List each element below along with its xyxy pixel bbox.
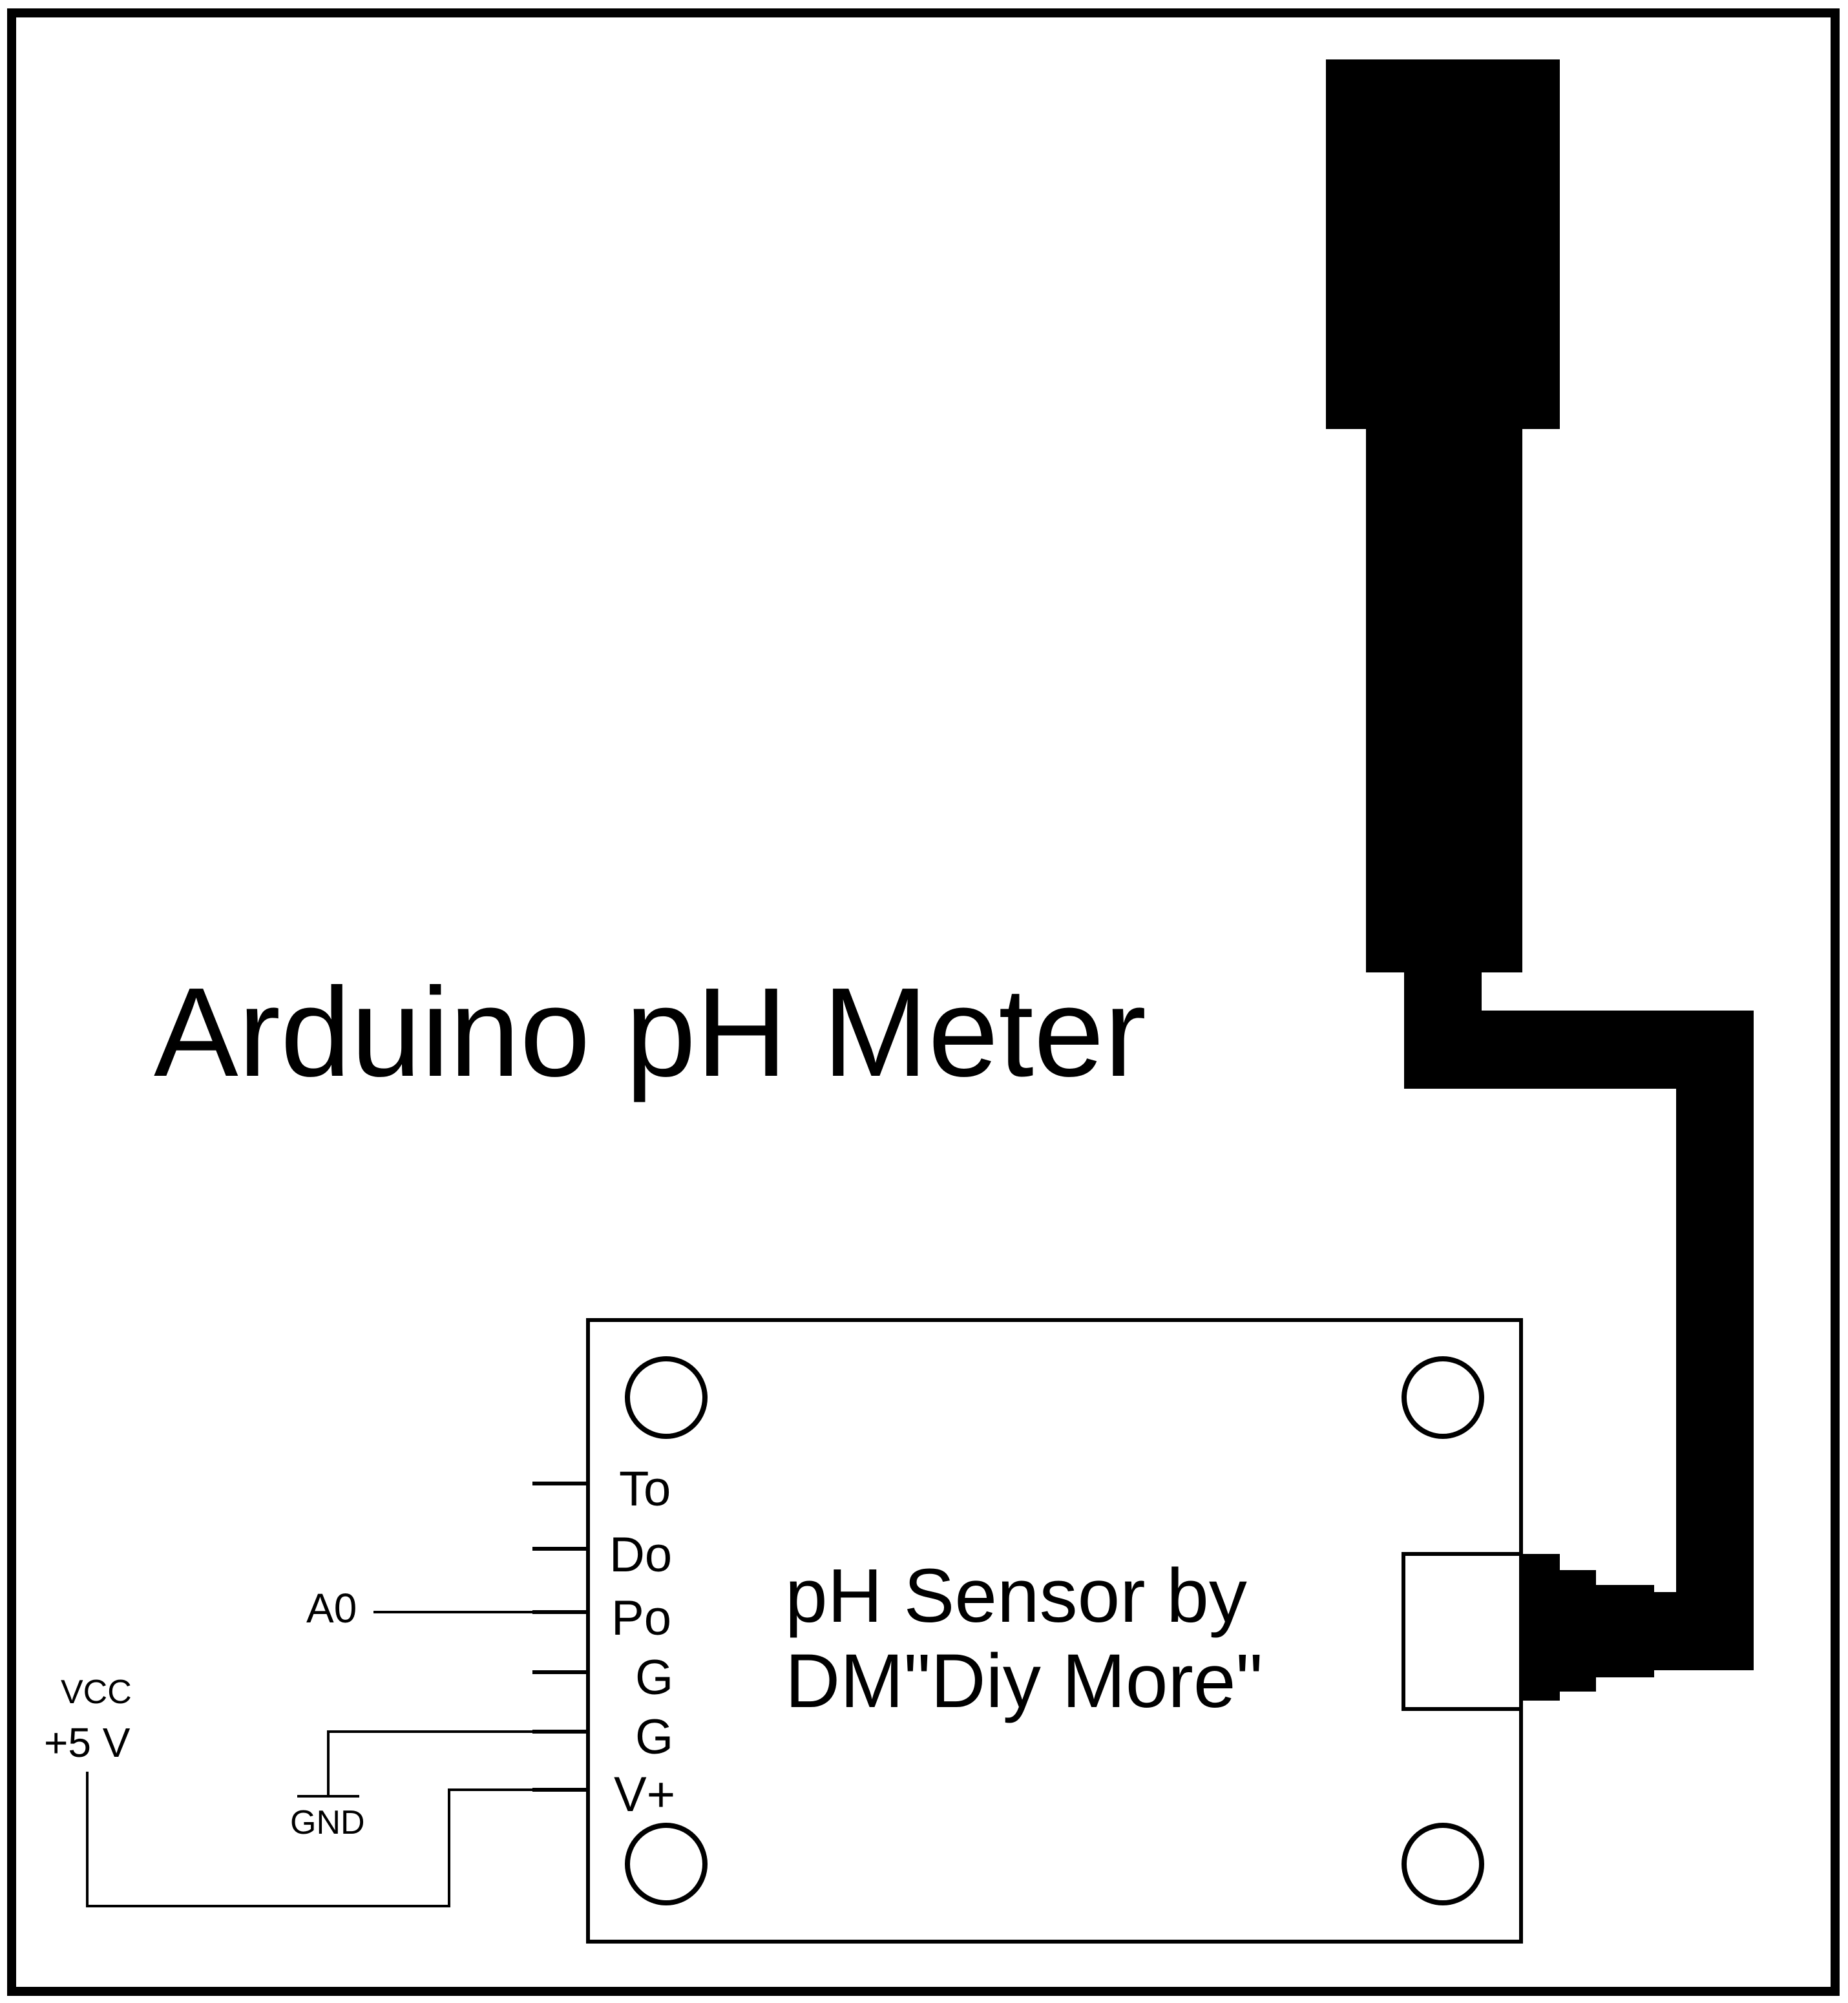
mount-hole-top-right <box>1402 1356 1484 1439</box>
vcc-label: VCC <box>61 1673 132 1711</box>
wire-gnd <box>327 1730 532 1796</box>
pin-label-po: Po <box>611 1591 671 1646</box>
ph-probe <box>1326 59 1754 1701</box>
external-wiring <box>86 1611 532 1907</box>
pin-label-to: To <box>619 1462 671 1516</box>
pin-label-g2: G <box>635 1710 673 1765</box>
mount-hole-top-left <box>625 1356 708 1439</box>
mount-hole-bottom-right <box>1402 1823 1484 1905</box>
probe-body <box>1366 426 1522 972</box>
header-pins <box>532 1482 588 1792</box>
probe-cable <box>1404 969 1754 1701</box>
board-label-line2: DM"Diy More" <box>785 1639 1263 1724</box>
gnd-label: GND <box>290 1804 365 1841</box>
bnc-connector <box>1402 1552 1523 1711</box>
mount-hole-bottom-left <box>625 1823 708 1905</box>
pin-label-vplus: V+ <box>614 1767 675 1822</box>
board-label-line1: pH Sensor by <box>785 1553 1247 1639</box>
wire-vcc <box>86 1772 532 1907</box>
sensor-board: pH Sensor by DM"Diy More" <box>586 1318 1523 1944</box>
outer-frame <box>7 8 1840 1996</box>
a0-label: A0 <box>306 1585 357 1631</box>
pin-label-g1: G <box>635 1650 673 1705</box>
probe-cap <box>1326 59 1560 429</box>
diagram-title: Arduino pH Meter <box>154 961 1146 1103</box>
pin-label-do: Do <box>609 1527 672 1582</box>
vcc-voltage-label: +5 V <box>44 1719 131 1766</box>
